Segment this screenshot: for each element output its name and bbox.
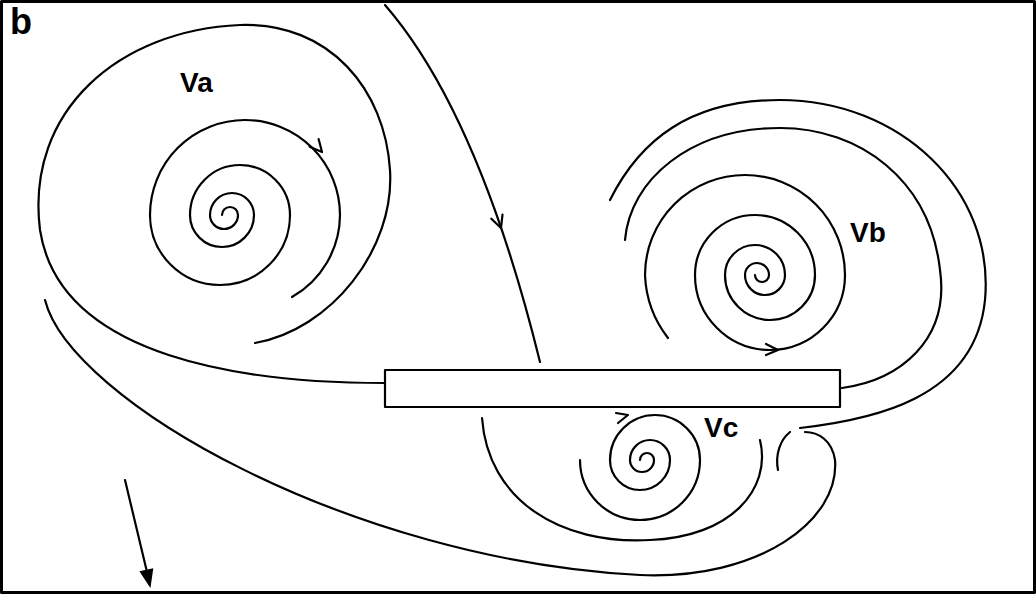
flow-arrowhead [491, 215, 502, 228]
vortex-c-spiral [580, 415, 700, 520]
streamline [625, 128, 941, 388]
streamline [38, 25, 390, 383]
streamline [385, 5, 540, 362]
vortex-label: Va [180, 68, 213, 99]
direction-arrowhead [141, 569, 153, 586]
vortex-b-spiral [645, 175, 845, 350]
streamline [777, 432, 790, 470]
panel-letter: b [10, 2, 32, 42]
flat-plate [385, 370, 840, 407]
vortex-label: Vc [704, 413, 738, 444]
flow-arrowhead [766, 344, 778, 355]
streamline [45, 300, 835, 575]
flow-arrowhead [310, 139, 322, 152]
direction-arrow [125, 480, 147, 572]
vortex-label: Vb [850, 218, 886, 249]
flow-arrowhead [616, 413, 628, 423]
vortex-a-spiral [150, 120, 340, 297]
